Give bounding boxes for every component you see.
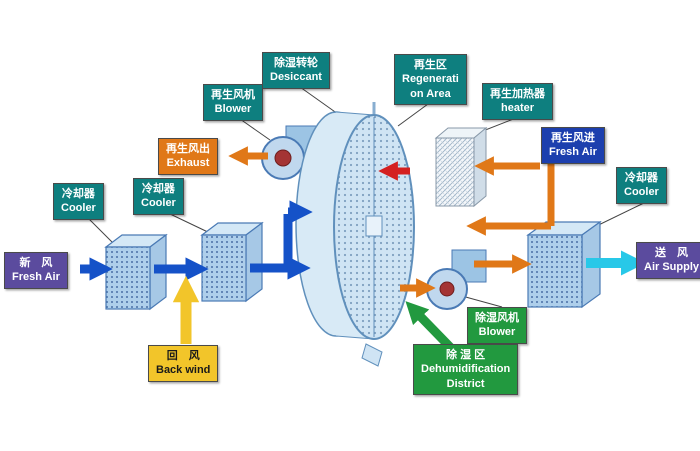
label-en: Air Supply: [644, 261, 700, 274]
label-zh: 再生区: [413, 59, 447, 71]
label-en: on Area: [410, 87, 451, 100]
label-en: Dehumidification: [421, 363, 511, 376]
label-exhaust: 再生风出 Exhaust: [158, 138, 218, 175]
label-en: Regenerati: [402, 73, 459, 86]
label-en: Cooler: [141, 197, 176, 210]
label-zh: 除湿风机: [475, 312, 519, 324]
label-dehumidification-district: 除 湿 区 Dehumidification District: [413, 344, 519, 395]
label-zh: 除湿转轮: [273, 57, 318, 69]
label-en: Blower: [478, 326, 516, 339]
label-regeneration-fresh-air: 再生风进 Fresh Air: [541, 127, 605, 164]
label-en: Cooler: [624, 186, 659, 199]
label-zh: 新 风: [19, 257, 53, 269]
label-en: Fresh Air: [12, 271, 60, 284]
label-zh: 回 风: [166, 350, 200, 362]
heater-shape: [434, 126, 488, 208]
regeneration-air-arrows: [228, 146, 555, 298]
label-en: Cooler: [61, 202, 96, 215]
label-en: Blower: [214, 103, 252, 116]
arrow-district-to-wheel: [405, 301, 456, 353]
label-zh: 再生加热器: [490, 88, 545, 100]
process-air-arrows: [80, 200, 313, 281]
label-cooler-2: 冷却器 Cooler: [133, 178, 184, 215]
label-zh: 冷却器: [141, 183, 175, 195]
label-fresh-air-in: 新 风 Fresh Air: [4, 252, 68, 289]
label-zh: 再生风进: [550, 132, 595, 144]
label-dehumidification-blower: 除湿风机 Blower: [467, 307, 527, 344]
label-zh: 再生风机: [211, 89, 255, 101]
cooler-1-box: [104, 233, 168, 311]
label-zh: 冷却器: [61, 188, 95, 200]
label-cooler-1: 冷却器 Cooler: [53, 183, 104, 220]
label-zh: 再生风出: [166, 143, 210, 155]
label-connector-lines: [87, 86, 647, 308]
label-zh: 除 湿 区: [446, 349, 486, 361]
wheel-bottom-scoop: [361, 343, 383, 367]
label-zh: 冷却器: [624, 172, 658, 184]
label-en: Fresh Air: [549, 146, 597, 159]
label-cooler-3: 冷却器 Cooler: [616, 167, 667, 204]
label-desiccant-wheel: 除湿转轮 Desiccant: [262, 52, 330, 89]
label-air-supply: 送 风 Air Supply: [636, 242, 700, 279]
label-en: heater: [500, 102, 535, 115]
label-zh: 送 风: [655, 247, 688, 259]
label-en: Desiccant: [270, 71, 322, 84]
label-en: District: [446, 377, 485, 390]
label-regeneration-blower: 再生风机 Blower: [203, 84, 263, 121]
label-heater: 再生加热器 heater: [482, 83, 553, 120]
label-regeneration-area: 再生区 Regenerati on Area: [394, 54, 467, 105]
cooler-2-box: [200, 221, 264, 303]
rotary-wheel: [295, 102, 415, 367]
label-en: Exhaust: [166, 157, 210, 170]
label-en: Back wind: [156, 364, 211, 377]
label-back-wind: 回 风 Back wind: [148, 345, 219, 382]
